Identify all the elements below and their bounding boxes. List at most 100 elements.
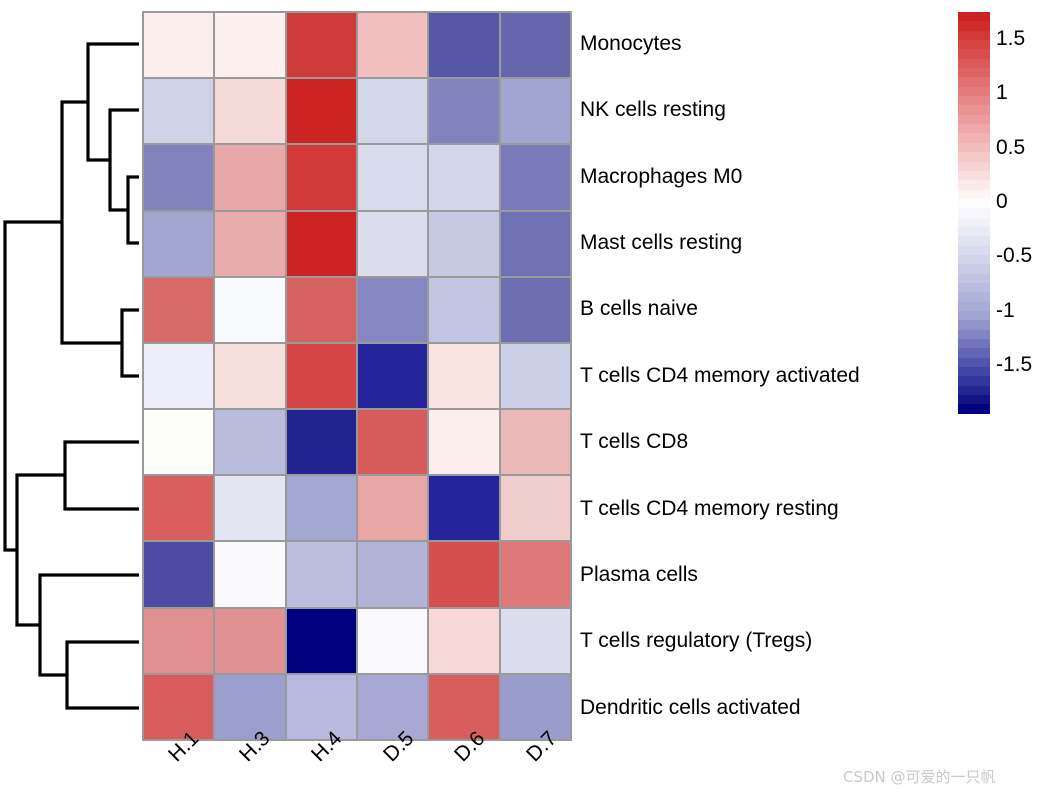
colorbar-band (958, 21, 990, 31)
colorbar-band (958, 114, 990, 125)
colorbar-band (958, 161, 990, 171)
heatmap-cell (215, 542, 285, 607)
heatmap-cell (144, 79, 214, 144)
colorbar-band (958, 376, 990, 386)
heatmap-cell (144, 542, 214, 607)
heatmap-cell (500, 79, 570, 144)
colorbar (958, 12, 990, 414)
heatmap-cell (144, 674, 214, 739)
heatmap-cell (429, 410, 499, 475)
colorbar-band (958, 217, 990, 227)
colorbar-band (958, 12, 990, 22)
colorbar-band (958, 142, 990, 153)
heatmap-cell (429, 79, 499, 144)
row-label: T cells regulatory (Tregs) (580, 629, 813, 653)
heatmap-cell (144, 476, 214, 541)
heatmap-cell (144, 608, 214, 673)
colorbar-band (958, 339, 990, 349)
heatmap-cell (215, 277, 285, 342)
colorbar-band (958, 348, 990, 358)
heatmap-cell (215, 674, 285, 739)
heatmap-cell (429, 13, 499, 78)
heatmap-cell (358, 13, 428, 78)
row-label: T cells CD4 memory activated (580, 363, 860, 387)
colorbar-band (958, 367, 990, 377)
heatmap-cell (286, 277, 356, 342)
colorbar-tick-label: 0.5 (996, 135, 1026, 159)
colorbar-band (958, 254, 990, 265)
heatmap-cell (358, 674, 428, 739)
row-dendrogram (3, 42, 139, 710)
heatmap-cell (500, 476, 570, 541)
colorbar-band (958, 226, 990, 237)
heatmap-grid (142, 11, 572, 741)
colorbar-band (958, 404, 990, 414)
heatmap-cell (215, 476, 285, 541)
heatmap-cell (215, 145, 285, 210)
colorbar-band (958, 86, 990, 97)
heatmap-cell (429, 674, 499, 739)
colorbar-band (958, 77, 990, 87)
heatmap-cell (215, 608, 285, 673)
colorbar-band (958, 152, 990, 162)
colorbar-band (958, 208, 990, 218)
heatmap-cell (429, 277, 499, 342)
row-label: NK cells resting (580, 98, 726, 122)
heatmap-cell (358, 343, 428, 409)
heatmap-cell (358, 277, 428, 342)
heatmap-cell (286, 343, 356, 409)
colorbar-band (958, 282, 990, 293)
heatmap-cell (215, 410, 285, 475)
heatmap-cell (144, 145, 214, 210)
heatmap-cell (500, 608, 570, 673)
heatmap-cell (500, 277, 570, 342)
colorbar-band (958, 133, 990, 143)
heatmap-cell (429, 608, 499, 673)
colorbar-band (958, 198, 990, 209)
colorbar-band (958, 105, 990, 115)
row-label: Macrophages M0 (580, 164, 743, 188)
colorbar-tick-label: 1.5 (996, 27, 1026, 51)
colorbar-tick-label: 0 (996, 190, 1008, 214)
heatmap-cell (429, 145, 499, 210)
colorbar-band (958, 292, 990, 302)
colorbar-band (958, 357, 990, 368)
heatmap-cell (286, 79, 356, 144)
colorbar-band (958, 273, 990, 283)
colorbar-band (958, 189, 990, 199)
heatmap-cell (286, 13, 356, 78)
heatmap-cell (286, 542, 356, 607)
heatmap-cell (358, 211, 428, 276)
colorbar-band (958, 395, 990, 405)
heatmap-cell (144, 410, 214, 475)
colorbar-band (958, 49, 990, 59)
colorbar-band (958, 236, 990, 246)
heatmap-cell (358, 145, 428, 210)
colorbar-band (958, 329, 990, 340)
colorbar-band (958, 124, 990, 134)
heatmap-cell (500, 211, 570, 276)
colorbar-gradient (958, 12, 990, 414)
colorbar-band (958, 40, 990, 50)
colorbar-band (958, 245, 990, 255)
heatmap-cell (500, 674, 570, 739)
heatmap-cell (144, 211, 214, 276)
colorbar-band (958, 385, 990, 396)
colorbar-band (958, 264, 990, 274)
heatmap-cell (500, 542, 570, 607)
heatmap-cell (429, 476, 499, 541)
heatmap-cell (429, 542, 499, 607)
row-label: T cells CD8 (580, 430, 689, 454)
colorbar-band (958, 96, 990, 106)
row-label: Monocytes (580, 32, 682, 55)
heatmap-cell (358, 476, 428, 541)
row-label: Plasma cells (580, 562, 698, 586)
heatmap-cell (429, 211, 499, 276)
heatmap-cell (500, 145, 570, 210)
heatmap-cell (215, 211, 285, 276)
heatmap-cell (144, 343, 214, 409)
colorbar-band (958, 30, 990, 41)
colorbar-band (958, 180, 990, 190)
